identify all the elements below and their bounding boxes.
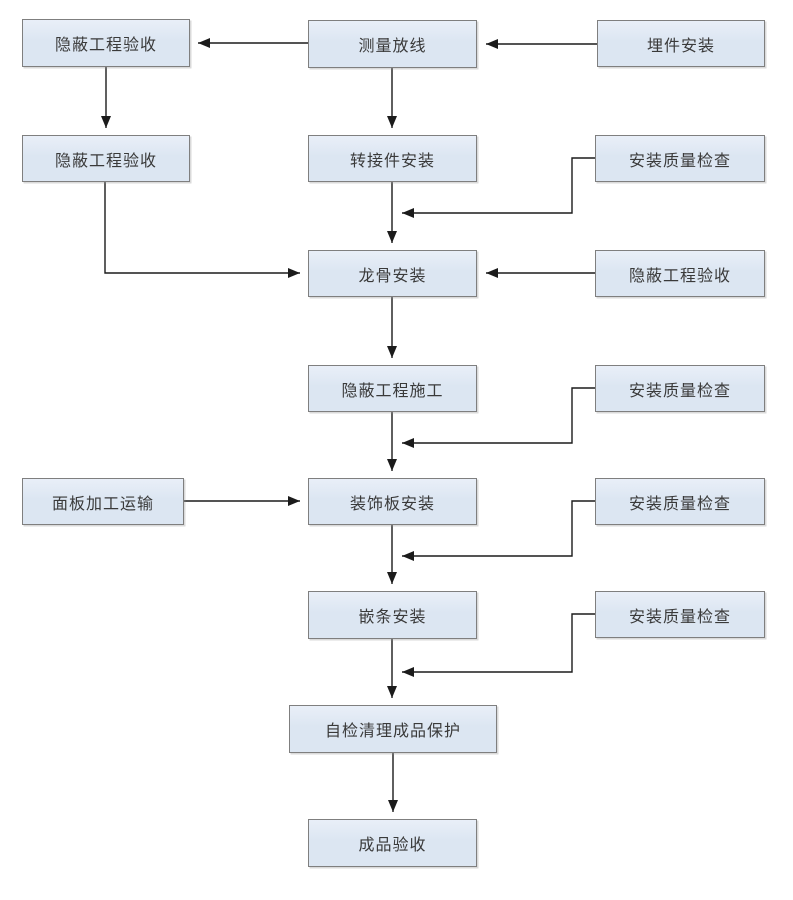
node-hidden-works-acceptance-3: 隐蔽工程验收 [595, 250, 765, 297]
node-quality-check-4: 安装质量检查 [595, 591, 765, 638]
node-panel-processing-transport: 面板加工运输 [22, 478, 184, 525]
node-hidden-works-acceptance-2: 隐蔽工程验收 [22, 135, 190, 182]
node-hidden-works-construction: 隐蔽工程施工 [308, 365, 477, 412]
node-quality-check-2: 安装质量检查 [595, 365, 765, 412]
node-embedded-parts-install: 埋件安装 [597, 20, 765, 67]
node-quality-check-1: 安装质量检查 [595, 135, 765, 182]
edge-hidden2-to-keel [104, 182, 300, 278]
node-measure-layout: 测量放线 [308, 20, 477, 68]
node-decorative-panel-install: 装饰板安装 [308, 478, 477, 525]
node-hidden-works-acceptance-1: 隐蔽工程验收 [22, 19, 190, 67]
node-adapter-install: 转接件安装 [308, 135, 477, 182]
node-quality-check-3: 安装质量检查 [595, 478, 765, 525]
node-self-check-cleanup-protection: 自检清理成品保护 [289, 705, 497, 753]
node-finished-product-acceptance: 成品验收 [308, 819, 477, 867]
node-keel-install: 龙骨安装 [308, 250, 477, 297]
node-trim-strip-install: 嵌条安装 [308, 591, 477, 639]
